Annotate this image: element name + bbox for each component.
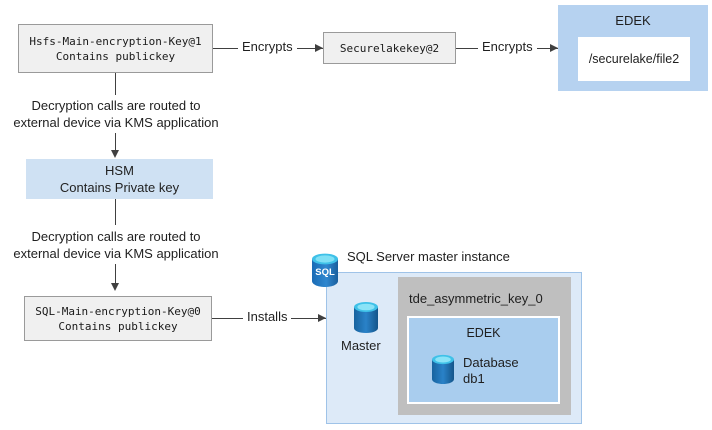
tde-asymmetric-key-label: tde_asymmetric_key_0 [409, 291, 543, 306]
node-sql-main-encryption-key[interactable]: SQL-Main-encryption-Key@0 Contains publi… [24, 296, 212, 341]
hsfs-key-line1: Hsfs-Main-encryption-Key@1 [29, 34, 202, 48]
database-cylinder-icon-master [354, 302, 378, 333]
arrowhead-to-sql-key [110, 283, 119, 291]
connector-hsfs-down-2 [115, 133, 116, 152]
database-cylinder-icon-db1 [432, 354, 454, 384]
hsm-line1: HSM [105, 163, 134, 178]
connector-hsm-down-1 [115, 199, 116, 225]
arrowhead-to-hsm [110, 150, 119, 158]
label-decryption-calls-1: Decryption calls are routed to external … [13, 98, 219, 130]
sql-server-database-icon: SQL [312, 253, 338, 287]
master-db-caption: Master [341, 338, 381, 353]
edge-label-encrypts-2: Encrypts [478, 39, 537, 54]
node-edek-securelake[interactable]: EDEK /securelake/file2 [558, 5, 708, 91]
node-hsfs-main-encryption-key[interactable]: Hsfs-Main-encryption-Key@1 Contains publ… [18, 24, 213, 73]
node-securelakekey[interactable]: Securelakekey@2 [323, 32, 456, 64]
sql-server-instance-title: SQL Server master instance [347, 249, 510, 264]
arrowhead-to-edek [550, 43, 558, 52]
label-decryption-calls-2: Decryption calls are routed to external … [13, 229, 219, 261]
db1-caption: Database db1 [463, 355, 519, 386]
edek-top-title: EDEK [615, 13, 651, 28]
edek-top-file-path: /securelake/file2 [578, 37, 690, 81]
hsfs-key-line2: Contains publickey [55, 49, 176, 63]
svg-text:SQL: SQL [315, 267, 335, 278]
edge-label-encrypts-1: Encrypts [238, 39, 297, 54]
arrowhead-to-securelake [315, 43, 323, 52]
sql-key-line2: Contains publickey [58, 319, 178, 333]
node-hsm[interactable]: HSM Contains Private key [26, 159, 213, 199]
hsm-line2: Contains Private key [59, 180, 180, 195]
edge-label-installs: Installs [243, 309, 292, 324]
connector-hsfs-down-1 [115, 73, 116, 95]
securelakekey-line1: Securelakekey@2 [339, 41, 440, 55]
connector-hsm-down-2 [115, 264, 116, 285]
arrowhead-to-sqlserver [318, 313, 326, 322]
sql-key-line1: SQL-Main-encryption-Key@0 [35, 304, 201, 318]
edek-inner-title: EDEK [466, 326, 501, 340]
